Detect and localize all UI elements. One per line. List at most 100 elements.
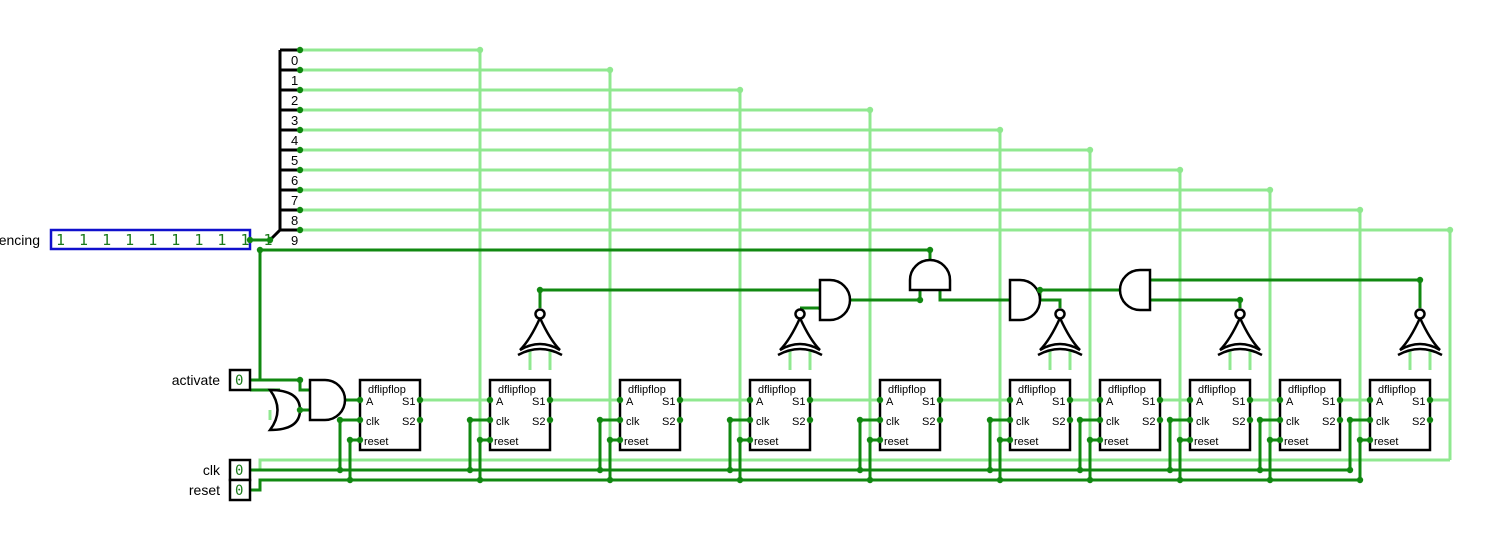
xnor3-out <box>1038 290 1062 308</box>
ff-pin-clk: clk <box>756 416 770 428</box>
ff-pin-s2: S2 <box>792 416 805 428</box>
reset-label: reset <box>189 482 220 498</box>
junction-dot <box>916 296 924 304</box>
ff-pin-a: A <box>756 396 764 408</box>
clk-label: clk <box>203 462 221 478</box>
junction-dot <box>676 416 684 424</box>
junction-dot <box>926 246 934 254</box>
ff-pin-s2: S2 <box>922 416 935 428</box>
junction-dot <box>996 126 1004 134</box>
junction-dot <box>1426 416 1434 424</box>
ff-pin-a: A <box>1376 396 1384 408</box>
junction-dot <box>296 146 304 154</box>
junction-dot <box>296 226 304 234</box>
junction-dot <box>416 416 424 424</box>
ff-pin-s1: S1 <box>532 396 545 408</box>
xnor-gates <box>517 308 1443 357</box>
junction-dot <box>476 436 484 444</box>
ff-pin-s2: S2 <box>1052 416 1065 428</box>
junction-dot <box>726 466 734 474</box>
junction-dot <box>1416 276 1424 284</box>
junction-dot <box>746 436 754 444</box>
junction-dot <box>986 466 994 474</box>
junction-dot <box>296 166 304 174</box>
ff-pin-clk: clk <box>366 416 380 428</box>
splitter-bit-label: 9 <box>291 233 298 248</box>
junction-dot <box>296 406 304 414</box>
junction-dot <box>736 476 744 484</box>
ff-pin-a: A <box>366 396 374 408</box>
encoding-input[interactable]: encing 1 1 1 1 1 1 1 1 1 1 <box>0 228 275 251</box>
junction-dot <box>936 396 944 404</box>
junction-dot <box>336 466 344 474</box>
reset-input[interactable]: reset 0 <box>189 478 252 502</box>
junction-dot <box>1176 476 1184 484</box>
junction-dot <box>936 416 944 424</box>
ff-pin-s1: S1 <box>402 396 415 408</box>
ff-pin-reset: reset <box>1104 436 1128 448</box>
junction-dot <box>1276 416 1284 424</box>
ff-pin-clk: clk <box>626 416 640 428</box>
junction-dot <box>356 436 364 444</box>
ff-pin-clk: clk <box>496 416 510 428</box>
enable-wire <box>260 248 932 270</box>
junction-dot <box>296 206 304 214</box>
and-gate-icon <box>818 278 852 322</box>
ff-pin-s1: S1 <box>1142 396 1155 408</box>
ff-title: dflipflop <box>368 384 406 396</box>
junction-dot <box>1446 226 1454 234</box>
junction-dot <box>1006 416 1014 424</box>
junction-dot <box>596 416 604 424</box>
junction-dot <box>1186 416 1194 424</box>
ff-title: dflipflop <box>628 384 666 396</box>
ff-pin-s1: S1 <box>1322 396 1335 408</box>
junction-dot <box>256 246 264 254</box>
junction-dot <box>486 396 494 404</box>
junction-dot <box>1366 416 1374 424</box>
ff-title: dflipflop <box>1198 384 1236 396</box>
ff-pin-clk: clk <box>1376 416 1390 428</box>
reset-pin-box[interactable] <box>228 478 252 502</box>
activate-input[interactable]: activate 0 <box>172 368 252 392</box>
and-gate-icon <box>1008 278 1042 322</box>
ff-pin-a: A <box>1016 396 1024 408</box>
and-gate-icon <box>1118 268 1152 312</box>
junction-dot <box>296 376 304 384</box>
xnor-gate-icon <box>777 308 823 357</box>
junction-dot <box>1276 436 1284 444</box>
activate-value: 0 <box>235 373 243 389</box>
clk-input[interactable]: clk 0 <box>203 458 252 482</box>
junction-dot <box>466 416 474 424</box>
junction-dot <box>1086 476 1094 484</box>
activate-pin-box[interactable] <box>228 368 252 392</box>
and-gate-icon <box>308 378 347 422</box>
ff-pin-a: A <box>496 396 504 408</box>
junction-dot <box>876 416 884 424</box>
junction-dot <box>346 476 354 484</box>
junction-dot <box>356 416 364 424</box>
junction-dot <box>1156 416 1164 424</box>
junction-dot <box>536 286 544 294</box>
ff-title: dflipflop <box>1378 384 1416 396</box>
ff-pin-reset: reset <box>624 436 648 448</box>
splitter-bit-label: 4 <box>291 133 298 148</box>
junction-dot <box>1246 396 1254 404</box>
splitter-bit-label: 8 <box>291 213 298 228</box>
junction-dot <box>296 86 304 94</box>
splitter-bit-label: 6 <box>291 173 298 188</box>
junction-dot <box>596 466 604 474</box>
ff-pin-clk: clk <box>1016 416 1030 428</box>
xnor-gate-icon <box>517 308 563 357</box>
ff-title: dflipflop <box>1288 384 1326 396</box>
junction-dot <box>1166 466 1174 474</box>
junction-dot <box>416 396 424 404</box>
encoding-value: 1 1 1 1 1 1 1 1 1 1 <box>56 231 275 249</box>
junction-dot <box>296 186 304 194</box>
junction-dot <box>1096 436 1104 444</box>
ff-pin-clk: clk <box>886 416 900 428</box>
